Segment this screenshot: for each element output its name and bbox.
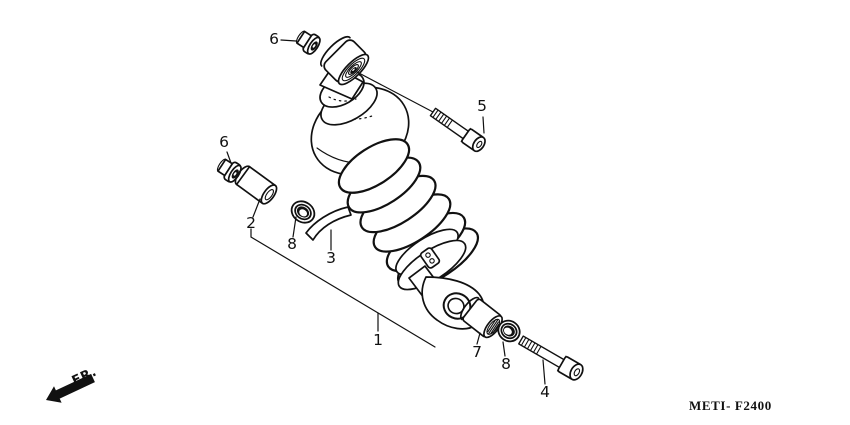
part-label-side-rubber-grommet: 6 [219, 133, 229, 151]
diagram-code: METI- F2400 [689, 398, 772, 413]
leader-line-distance-collar [252, 198, 261, 218]
side-rubber-grommet [216, 158, 242, 183]
part-label-distance-collar: 2 [246, 214, 256, 232]
part-label-upper-rubber-grommet: 6 [269, 30, 279, 48]
part-label-upper-socket-bolt: 5 [477, 97, 487, 115]
part-label-shock-absorber-assembly: 1 [373, 331, 383, 349]
leader-line-upper-rubber-grommet [280, 39, 297, 42]
shock-absorber-assembly [310, 35, 485, 330]
part-label-dust-seal-lower: 8 [501, 355, 511, 373]
dust-seal-upper [290, 200, 316, 224]
leader-line-lower-socket-bolt [542, 359, 546, 385]
needle-bearing [459, 296, 503, 339]
part-label-dust-seal-upper: 8 [287, 235, 297, 253]
rubber-stopper-pad [305, 206, 352, 241]
upper-rubber-grommet [295, 30, 321, 55]
upper-eye-bushing [319, 35, 370, 86]
leader-line-upper-socket-bolt [482, 116, 485, 134]
part-label-needle-bearing: 7 [472, 343, 482, 361]
leader-line-shock-absorber-assembly [250, 228, 436, 348]
dust-seal-lower [497, 319, 521, 343]
lower-socket-bolt [518, 335, 584, 381]
bolt-axis-line [356, 71, 434, 113]
fr-direction-arrow-icon [46, 373, 95, 403]
front-direction-indicator: FR. [46, 365, 99, 403]
distance-collar [234, 165, 278, 205]
leader-line-needle-bearing [476, 332, 481, 345]
upper-socket-bolt [429, 107, 486, 153]
part-label-lower-socket-bolt: 4 [540, 383, 550, 401]
leader-line-side-rubber-grommet [226, 151, 232, 164]
part-label-rubber-stopper-pad: 3 [326, 249, 336, 267]
leader-line-dust-seal-upper [292, 216, 297, 238]
leader-line-dust-seal-lower [502, 341, 506, 357]
part-labels-layer: 1 2 3 4 5 6 6 7 8 8 [219, 30, 550, 401]
